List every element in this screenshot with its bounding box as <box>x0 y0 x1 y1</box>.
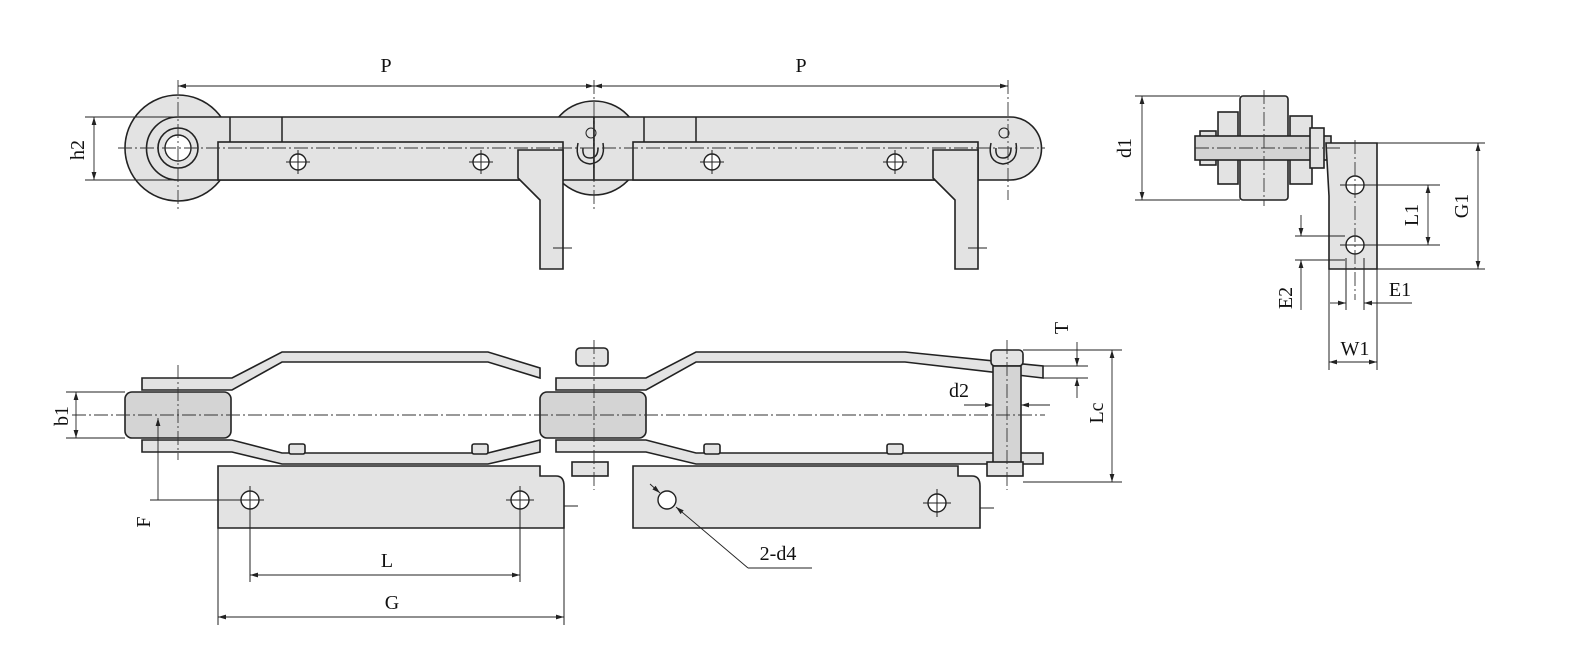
label-e1: E1 <box>1389 279 1411 301</box>
label-d1: d1 <box>1114 138 1136 158</box>
top-view: b1 F L G 2-d4 d2 T Lc <box>51 322 1122 625</box>
label-h2: h2 <box>67 140 89 160</box>
bracket-leg-left <box>517 149 564 270</box>
label-d4: 2-d4 <box>760 543 797 565</box>
bracket-leg-right <box>932 149 979 270</box>
attachment-plate-left <box>217 465 565 529</box>
side-view: d1 L1 G1 E2 E1 W1 <box>1114 90 1485 370</box>
attachment-plate-right <box>632 465 981 529</box>
label-p-right: P <box>795 55 806 77</box>
upper-link-plate-right <box>555 351 1044 391</box>
pin-head-top <box>575 347 609 367</box>
label-g: G <box>385 592 399 614</box>
label-d2: d2 <box>949 380 969 402</box>
label-e2: E2 <box>1275 287 1297 309</box>
lower-link-plate-left <box>141 438 541 465</box>
label-l1: L1 <box>1401 204 1423 226</box>
label-b1: b1 <box>51 406 73 426</box>
label-t: T <box>1051 322 1073 334</box>
lower-link-plate-right <box>555 439 1044 465</box>
mount-hole <box>657 490 677 510</box>
nut <box>571 461 609 477</box>
label-l: L <box>381 550 393 572</box>
cotter-pin-icon <box>576 127 605 165</box>
cotter-pin-icon <box>989 127 1018 165</box>
label-w1: W1 <box>1341 338 1370 360</box>
front-view: P P h2 <box>67 55 1045 270</box>
label-g1: G1 <box>1451 194 1473 218</box>
upper-link-plate-left <box>141 351 541 391</box>
label-f: F <box>133 516 155 527</box>
label-lc: Lc <box>1086 402 1108 423</box>
label-p-left: P <box>380 55 391 77</box>
nut <box>986 461 1024 477</box>
side-bracket <box>1325 142 1378 270</box>
